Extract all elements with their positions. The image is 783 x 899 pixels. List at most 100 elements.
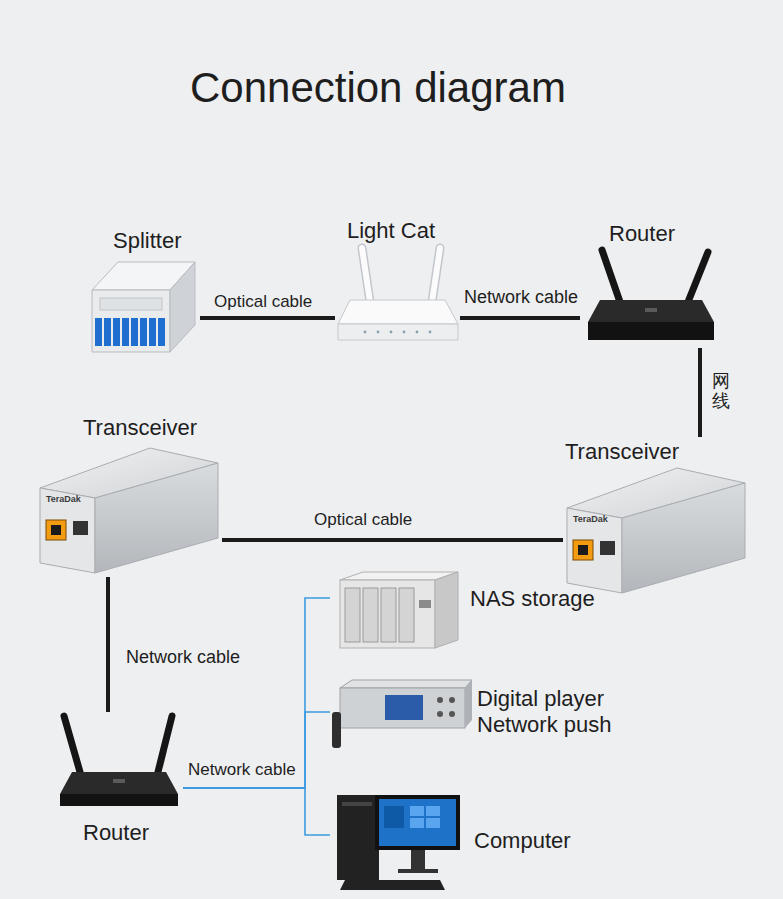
splitter-illustration-part [170,262,195,352]
device-label: Router [609,221,675,247]
optical-modem-illustration-part [364,331,367,334]
transceiver-illustration-part [567,508,622,593]
device-label: Computer [474,828,571,854]
computer-illustration [337,795,460,890]
splitter-illustration-part [149,318,156,346]
device-node: NAS storage [330,570,610,652]
optical-modem-illustration-part [390,331,393,334]
router-illustration-part [158,716,172,772]
splitter-illustration-part [122,318,129,346]
optical-modem-illustration [338,248,458,340]
device-node: Router [580,218,718,348]
nas-illustration-part [340,580,435,648]
splitter-illustration [92,262,195,352]
router-illustration-part [64,716,80,772]
media-player-illustration-part [449,711,455,717]
device-label-group: Router [83,820,149,846]
router-illustration [60,716,178,806]
cable-label: Network cable [186,760,298,780]
device-label-group: Computer [474,828,571,854]
optical-modem-illustration-part [362,248,370,302]
computer-illustration-part [375,795,460,850]
transceiver-illustration-part [51,525,61,535]
transceiver-illustration-part [40,488,95,573]
splitter-illustration-part [158,318,165,346]
device-node: Digital player Network push [330,674,641,754]
device-label: Digital player Network push [477,686,637,739]
device-node: Computer [330,788,592,893]
router-illustration-part [113,779,125,783]
cable-label: Network cable [462,287,580,309]
transceiver-illustration-part [73,521,88,535]
device-label: Router [83,820,149,846]
transceiver-illustration-part [46,520,66,540]
optical-modem-illustration-part [429,331,432,334]
router-illustration-part [645,308,657,312]
brand-label: TeraDak [46,494,81,505]
router-illustration-part [60,772,178,794]
splitter-illustration-part [92,290,170,352]
computer-illustration-part [426,818,440,828]
device-label: Splitter [113,228,181,254]
optical-modem-illustration-part [338,324,458,340]
device-label-group: Light Cat [347,218,435,244]
device-label-group: Digital player Network push [477,686,637,739]
optical-modem-illustration-part [377,331,380,334]
optical-modem-illustration-part [362,248,370,302]
media-player-illustration-part [340,680,472,688]
computer-illustration-part [410,818,424,828]
computer-illustration-part [411,850,425,870]
computer-illustration-part [340,880,445,890]
nas-illustration-part [381,588,396,642]
device-node: Router [55,712,183,848]
cable-label: 网线 [712,370,730,414]
cable-connector [698,348,702,437]
optical-modem-illustration-part [416,331,419,334]
device-label: Transceiver [565,439,679,465]
cable-label: Network cable [124,647,242,669]
cable-connector [460,316,580,320]
media-player-illustration-part [465,680,472,728]
router-illustration-part [688,252,708,302]
cable-connector [200,316,335,320]
brand-label: TeraDak [573,514,608,525]
transceiver-illustration-part [622,483,745,593]
splitter-illustration-part [104,318,111,346]
device-label-group: Router [609,221,675,247]
device-label: Light Cat [347,218,435,244]
computer-illustration-part [410,806,424,816]
media-player-illustration-part [332,712,341,748]
transceiver-illustration-part [600,541,615,555]
transceiver-illustration [40,448,218,573]
computer-illustration-part [398,869,438,873]
computer-illustration-part [379,799,456,846]
router-illustration-part [588,300,714,322]
network-link [183,598,330,788]
device-label-group: NAS storage [470,586,595,612]
computer-illustration-part [342,802,372,806]
computer-illustration-part [384,806,404,828]
router-illustration [588,250,714,340]
splitter-illustration-part [100,298,162,310]
cable-connector [106,577,110,712]
media-player-illustration-part [437,697,443,703]
router-illustration-part [602,250,620,302]
network-link [183,712,330,788]
splitter-illustration-part [140,318,147,346]
network-link [183,788,330,835]
device-label-group: Splitter [113,228,181,254]
media-player-illustration-part [385,695,423,720]
diagram-title: Connection diagram [190,64,566,112]
transceiver-illustration-part [573,540,593,560]
nas-illustration-part [399,588,414,642]
device-node: Splitter [88,225,200,358]
optical-modem-illustration-part [432,248,440,302]
transceiver-illustration-part [95,463,218,573]
nas-illustration-part [435,572,458,648]
nas-illustration-part [345,588,360,642]
splitter-illustration-part [95,318,102,346]
